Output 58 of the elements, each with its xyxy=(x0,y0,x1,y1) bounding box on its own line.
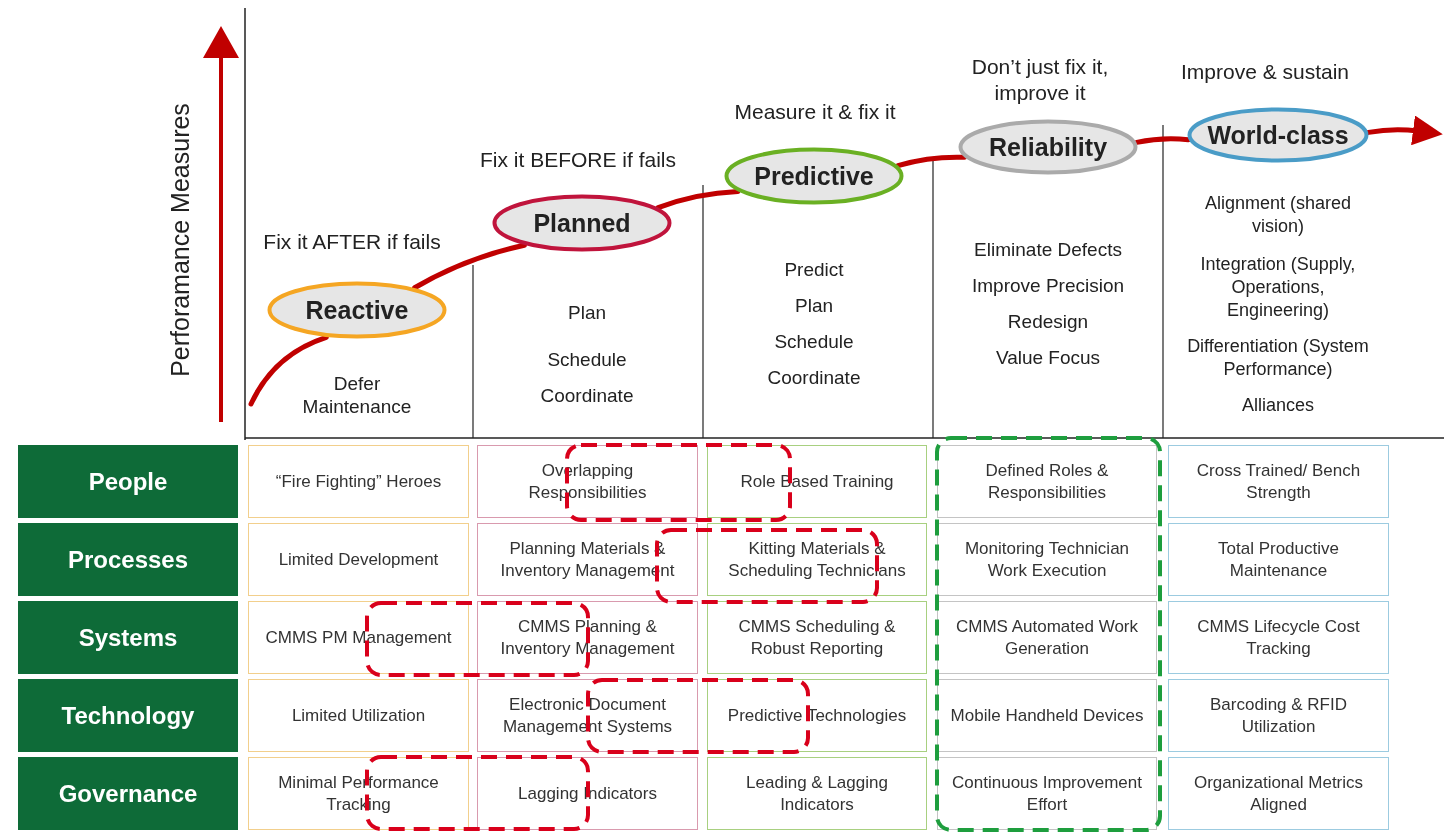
stage-ellipse: Reliability xyxy=(958,119,1138,175)
column-text: Value Focus xyxy=(994,345,1102,369)
column-text: Eliminate Defects xyxy=(973,237,1123,261)
stage-caption: Fix it AFTER if fails xyxy=(262,229,442,255)
curve-line xyxy=(1134,136,1191,145)
stage-caption: Fix it BEFORE if fails xyxy=(479,147,677,173)
matrix-cell: CMMS Lifecycle Cost Tracking xyxy=(1168,601,1389,674)
matrix-cell: CMMS Scheduling & Robust Reporting xyxy=(707,601,927,674)
matrix-cell: Total Productive Maintenance xyxy=(1168,523,1389,596)
column-text: Improve Precision xyxy=(970,273,1126,297)
matrix-cell: Monitoring Technician Work Execution xyxy=(937,523,1157,596)
matrix-cell: Defined Roles & Responsibilities xyxy=(937,445,1157,518)
curve-line xyxy=(895,154,967,169)
matrix-cell: Limited Utilization xyxy=(248,679,469,752)
matrix-cell: Leading & Lagging Indicators xyxy=(707,757,927,830)
column-text: Predict xyxy=(783,257,845,281)
curve-line xyxy=(248,334,329,407)
column-text: Defer Maintenance xyxy=(301,372,413,418)
matrix-cell: Cross Trained/ Bench Strength xyxy=(1168,445,1389,518)
row-header: Processes xyxy=(18,523,238,596)
curve-line xyxy=(412,242,527,291)
matrix-cell: Mobile Handheld Devices xyxy=(937,679,1157,752)
matrix-cell: Overlapping Responsibilities xyxy=(477,445,698,518)
matrix-cell: Barcoding & RFID Utilization xyxy=(1168,679,1389,752)
row-header: Systems xyxy=(18,601,238,674)
stage-ellipse: Predictive xyxy=(724,147,904,205)
row-header: People xyxy=(18,445,238,518)
column-text: Alliances xyxy=(1240,393,1315,417)
stage-ellipse: Planned xyxy=(492,194,672,252)
column-text: Integration (Supply, Operations, Engineering) xyxy=(1199,252,1357,322)
column-text: Alignment (shared vision) xyxy=(1203,192,1353,238)
matrix-cell: CMMS Planning & Inventory Management xyxy=(477,601,698,674)
curve-line xyxy=(1366,115,1443,146)
stage-ellipse: World-class xyxy=(1187,107,1369,163)
column-text: Schedule xyxy=(546,347,628,371)
column-text: Coordinate xyxy=(539,383,635,407)
matrix-cell: Predictive Technologies xyxy=(707,679,927,752)
matrix-cell: Limited Development xyxy=(248,523,469,596)
row-header: Technology xyxy=(18,679,238,752)
column-text: Coordinate xyxy=(766,365,862,389)
matrix-cell: Organizational Metrics Aligned xyxy=(1168,757,1389,830)
matrix-cell: “Fire Fighting” Heroes xyxy=(248,445,469,518)
stage-caption: Don’t just fix it, improve it xyxy=(970,54,1110,106)
curve-line xyxy=(655,188,741,211)
matrix-cell: Continuous Improvement Effort xyxy=(937,757,1157,830)
stage-ellipse: Reactive xyxy=(267,281,447,339)
stage-caption: Measure it & fix it xyxy=(733,99,897,125)
column-text: Redesign xyxy=(1006,309,1090,333)
matrix-cell: CMMS PM Management xyxy=(248,601,469,674)
column-text: Schedule xyxy=(773,329,855,353)
axis-label: Perforamance Measures xyxy=(168,103,192,377)
stage-caption: Improve & sustain xyxy=(1179,59,1351,85)
row-header: Governance xyxy=(18,757,238,830)
matrix-cell: CMMS Automated Work Generation xyxy=(937,601,1157,674)
matrix-cell: Lagging Indicators xyxy=(477,757,698,830)
column-text: Plan xyxy=(794,293,834,317)
column-text: Plan xyxy=(567,300,607,324)
column-text: Differentiation (System Performance) xyxy=(1186,335,1370,381)
